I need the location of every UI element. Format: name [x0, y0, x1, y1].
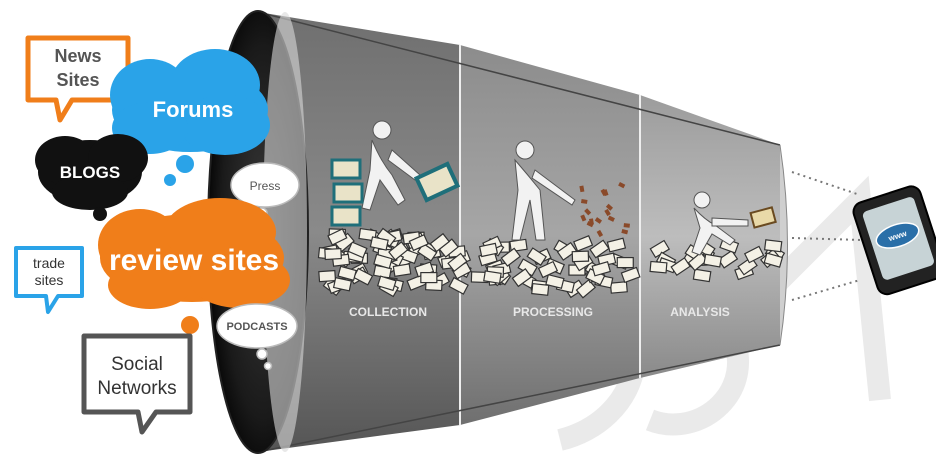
envelope: [327, 228, 348, 246]
trade-sites-line1: trade: [33, 255, 65, 271]
envelope: [616, 256, 634, 269]
envelope: [589, 239, 610, 259]
envelope: [447, 252, 468, 273]
debris-fragment: [580, 214, 587, 222]
trade-sites-line2: sites: [35, 272, 64, 288]
envelope: [545, 273, 565, 289]
envelope: [763, 239, 783, 253]
debris-fragment: [607, 215, 615, 222]
envelope: [392, 263, 412, 278]
debris-fragment: [605, 203, 614, 211]
envelope: [332, 276, 353, 292]
envelope: [591, 261, 612, 277]
envelope-stack-teal: [330, 158, 364, 227]
envelope: [429, 232, 451, 253]
envelope: [483, 270, 502, 284]
forums-cloud: Forums: [110, 49, 270, 186]
blogs-label: BLOGS: [60, 163, 120, 182]
envelope: [373, 253, 393, 270]
press-cloud: Press: [230, 162, 300, 219]
flying-debris: [579, 181, 630, 238]
debris-fragment: [596, 229, 604, 238]
envelope: [347, 241, 368, 259]
forums-label: Forums: [153, 97, 234, 122]
envelope-held-collection: [413, 161, 461, 203]
stage-label-analysis: ANALYSIS: [670, 305, 730, 319]
envelope: [531, 282, 550, 296]
debris-fragment: [584, 208, 592, 216]
worker-processing-figure: [511, 140, 576, 241]
envelope: [376, 275, 397, 292]
envelope: [526, 247, 547, 266]
envelope: [478, 242, 499, 258]
debris-fragment: [579, 185, 585, 193]
envelope: [573, 235, 594, 252]
web-device-icon: www: [852, 185, 936, 296]
stage-label-processing: PROCESSING: [513, 305, 593, 319]
envelope: [408, 233, 429, 252]
review-sites-cloud: review sites: [98, 198, 290, 348]
podcasts-label: PODCASTS: [226, 321, 287, 333]
news-sites-line2: Sites: [56, 70, 99, 90]
review-sites-label: review sites: [109, 244, 279, 277]
envelope: [670, 257, 691, 277]
envelope: [620, 266, 641, 284]
news-sites-bubble: News Sites: [25, 35, 131, 123]
envelope: [448, 276, 469, 295]
news-sites-line1: News: [54, 46, 101, 66]
funnel-segment-collection: [258, 12, 460, 452]
debris-fragment: [594, 217, 603, 224]
envelope: [369, 236, 389, 251]
debris-fragment: [623, 223, 630, 228]
envelope: [500, 247, 522, 267]
envelope: [318, 269, 337, 283]
social-networks-bubble: Social Networks: [81, 333, 193, 435]
social-networks-line1: Social: [111, 354, 163, 375]
debris-fragment: [602, 189, 609, 197]
debris-fragment: [580, 199, 588, 204]
envelope-held-analysis: [749, 206, 777, 229]
debris-fragment: [618, 181, 626, 189]
podcasts-cloud: PODCASTS: [216, 303, 298, 371]
envelope: [537, 260, 559, 279]
trade-sites-bubble: trade sites: [14, 246, 84, 314]
envelope: [687, 251, 708, 272]
envelope-piles: [317, 227, 786, 299]
envelope: [743, 245, 765, 264]
worker-analysis-figure: [691, 191, 749, 256]
envelope: [609, 281, 628, 294]
social-networks-line2: Networks: [97, 378, 176, 399]
debris-fragment: [621, 228, 629, 235]
envelope: [420, 271, 438, 284]
envelope: [388, 241, 409, 261]
envelope: [556, 241, 578, 261]
envelope: [717, 249, 739, 269]
envelope: [692, 268, 712, 283]
funnel-segment-processing: [460, 45, 640, 425]
debris-fragment: [604, 208, 611, 217]
envelope: [575, 278, 597, 299]
envelope: [337, 265, 357, 281]
worker-collection-figure: [361, 120, 421, 211]
envelope: [324, 247, 342, 261]
stage-label-collection: COLLECTION: [349, 305, 427, 319]
envelope: [703, 253, 723, 268]
debris-fragment: [589, 218, 594, 225]
blogs-cloud: BLOGS: [35, 134, 148, 233]
envelope: [606, 237, 627, 253]
press-label: Press: [250, 179, 281, 193]
envelope: [763, 252, 784, 268]
envelope: [571, 250, 590, 263]
envelope: [649, 260, 668, 274]
envelope: [511, 268, 533, 288]
